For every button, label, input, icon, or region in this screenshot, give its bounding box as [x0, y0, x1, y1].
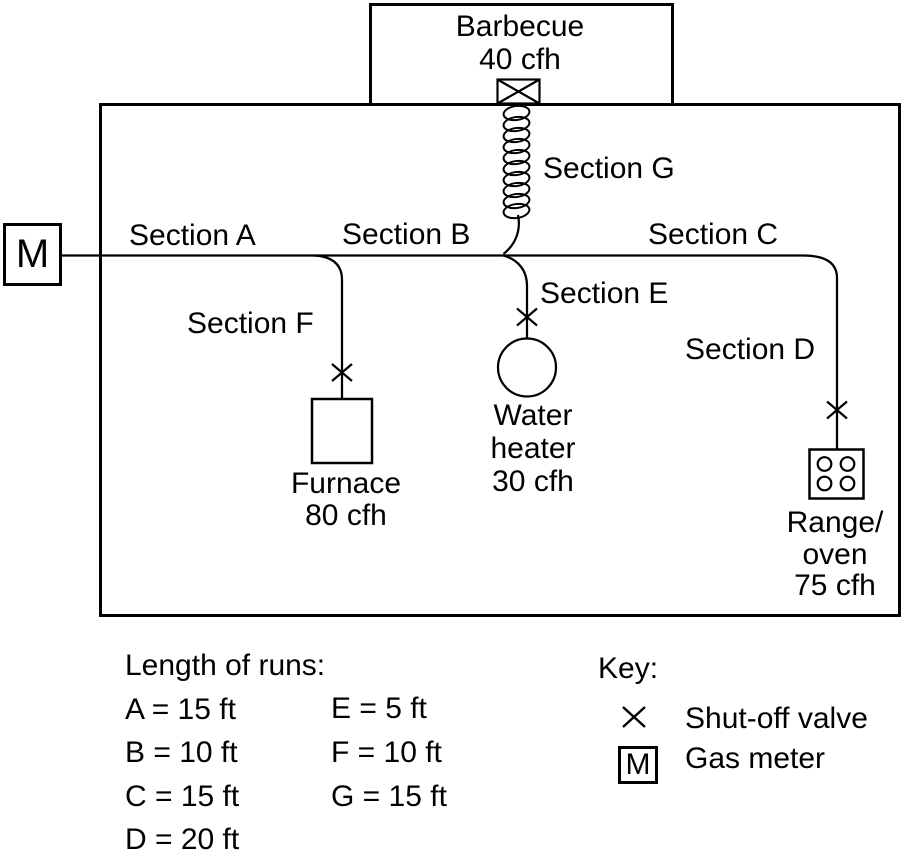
length-f: F = 10 ft: [331, 736, 442, 769]
pipe-main-run: [62, 254, 839, 450]
range-name-2: oven: [802, 537, 868, 571]
length-b: B = 10 ft: [125, 736, 238, 769]
key-title: Key:: [598, 652, 659, 685]
length-d: D = 20 ft: [125, 823, 240, 856]
section-g-coil-icon: [502, 104, 531, 220]
section-c-label: Section C: [648, 218, 779, 251]
pipe-section-e: [503, 254, 529, 339]
shutoff-valve-d-icon: [826, 400, 848, 420]
key-gas-meter-label: Gas meter: [685, 742, 826, 775]
section-b-label: Section B: [342, 218, 471, 251]
range-load: 75 cfh: [794, 569, 876, 602]
barbecue-valve-icon: [496, 78, 541, 105]
barbecue-name: Barbecue: [455, 10, 585, 43]
lengths-title: Length of runs:: [125, 649, 326, 682]
range-oven-icon: [808, 448, 865, 500]
length-c: C = 15 ft: [125, 779, 240, 813]
furnace-load: 80 cfh: [305, 499, 387, 532]
water-heater-load: 30 cfh: [492, 465, 574, 498]
section-a-label: Section A: [129, 219, 256, 252]
barbecue-label: Barbecue 40 cfh: [410, 10, 630, 76]
length-e: E = 5 ft: [331, 692, 427, 725]
barbecue-load: 40 cfh: [479, 43, 561, 76]
section-e-label: Section E: [540, 277, 669, 310]
furnace-label: Furnace 80 cfh: [256, 468, 436, 532]
furnace-name: Furnace: [290, 467, 402, 500]
range-oven-label: Range/ oven 75 cfh: [745, 507, 908, 602]
key-shutoff-valve-label: Shut-off valve: [685, 702, 868, 735]
range-name-1: Range/: [786, 506, 884, 539]
gas-meter-label: M: [15, 232, 50, 276]
section-d-label: Section D: [685, 333, 816, 366]
pipe-section-f: [313, 254, 344, 399]
section-f-label: Section F: [187, 307, 314, 340]
furnace-icon: [310, 397, 374, 465]
key-gas-meter-icon: M: [618, 746, 658, 784]
key-gas-meter-symbol: M: [625, 748, 651, 781]
lengths-legend: Length of runs: A = 15 ft B = 10 ft C = …: [125, 644, 325, 862]
lengths-legend-col2: E = 5 ft F = 10 ft G = 15 ft: [331, 687, 447, 819]
water-heater-label: Water heater 30 cfh: [443, 399, 623, 498]
key-shutoff-valve-icon: [622, 706, 646, 728]
shutoff-valve-f-icon: [331, 363, 353, 382]
gas-meter: M: [3, 223, 62, 286]
water-heater-icon: [496, 337, 558, 398]
length-a: A = 15 ft: [125, 692, 236, 726]
water-heater-name-2: heater: [490, 432, 576, 465]
water-heater-name-1: Water: [493, 399, 573, 432]
length-g: G = 15 ft: [331, 780, 447, 813]
section-g-label: Section G: [543, 152, 675, 185]
shutoff-valve-e-icon: [516, 307, 538, 327]
